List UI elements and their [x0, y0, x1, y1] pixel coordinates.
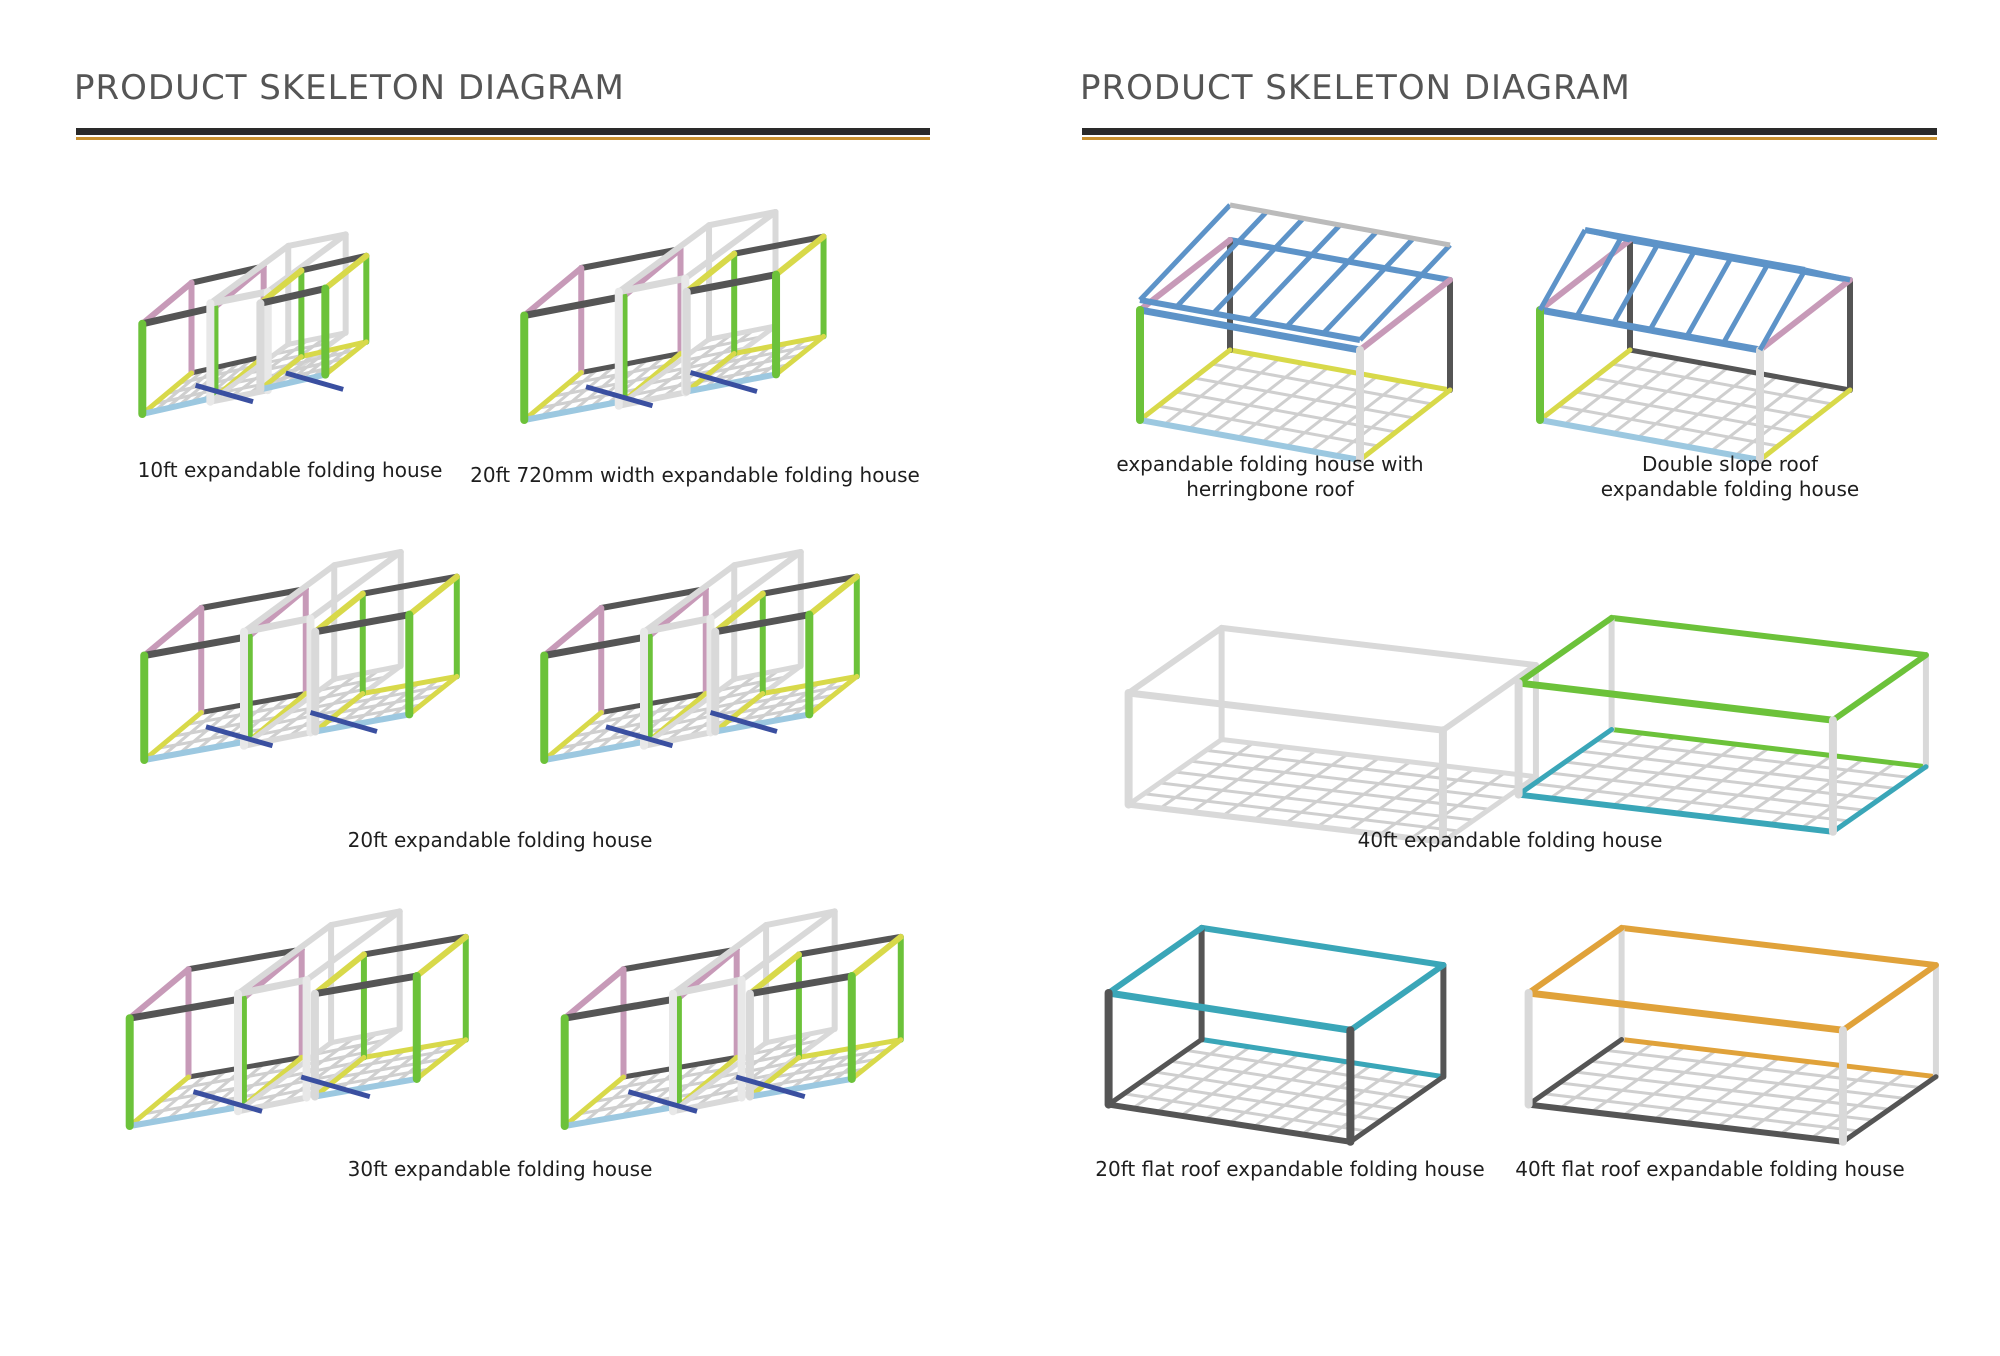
right-panel-title: PRODUCT SKELETON DIAGRAM [1080, 68, 1631, 108]
figure-30ft-house-b [550, 908, 904, 1155]
caption-20ft-flat-roof-house: 20ft flat roof expandable folding house [1095, 1157, 1485, 1181]
left-panel-title: PRODUCT SKELETON DIAGRAM [74, 68, 625, 108]
figure-20ft-flat-roof-house [1090, 900, 1481, 1146]
caption-40ft-house: 40ft expandable folding house [1357, 828, 1663, 852]
figure-40ft-flat-roof-house [1510, 900, 1939, 1146]
figure-herringbone-roof-house [1120, 202, 1480, 470]
figure-20ft-720mm-house [510, 208, 833, 449]
caption-double-slope-roof-house: Double slope roof expandable folding hou… [1600, 452, 1860, 501]
right-title-rule-gold [1082, 137, 1937, 140]
left-title-rule-gold [76, 137, 930, 140]
figure-30ft-house-a [115, 908, 469, 1155]
figure-20ft-house-a [130, 548, 460, 789]
right-title-rule-dark [1082, 128, 1937, 135]
figure-double-slope-roof-house [1520, 227, 1880, 470]
figure-40ft-house-a [1110, 600, 1539, 846]
figure-10ft-house [130, 231, 409, 439]
caption-20ft-720mm-house: 20ft 720mm width expandable folding hous… [470, 463, 920, 487]
figure-20ft-house-b [530, 548, 860, 789]
caption-40ft-flat-roof-house: 40ft flat roof expandable folding house [1515, 1157, 1905, 1181]
caption-20ft-house: 20ft expandable folding house [347, 828, 653, 852]
caption-herringbone-roof-house: expandable folding house with herringbon… [1116, 452, 1424, 501]
left-title-rule-dark [76, 128, 930, 135]
caption-10ft-house: 10ft expandable folding house [137, 458, 443, 482]
caption-30ft-house: 30ft expandable folding house [347, 1157, 653, 1181]
figure-40ft-house-b [1500, 590, 1929, 836]
